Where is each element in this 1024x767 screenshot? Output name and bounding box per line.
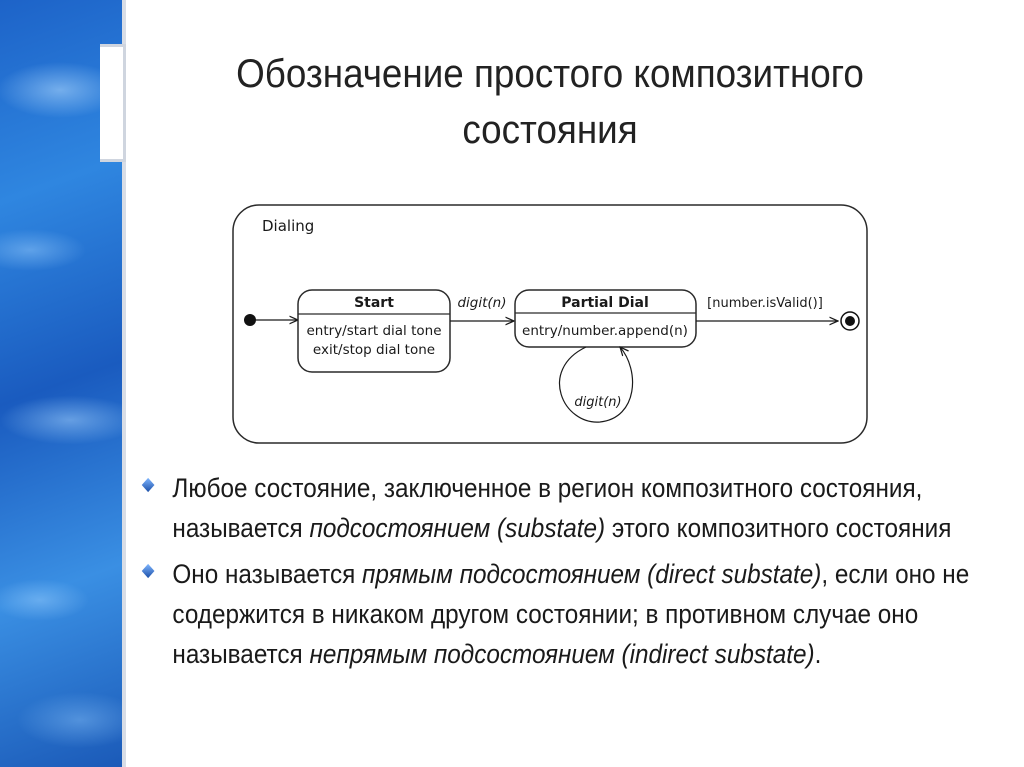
transition-to-final-label: [number.isValid()] <box>707 296 823 311</box>
state-partial-dial-entry: entry/number.append(n) <box>522 323 688 339</box>
bullet-text: Любое состояние, заключенное в регион ко… <box>172 473 923 543</box>
title-bracket <box>100 44 126 162</box>
diamond-bullet-icon <box>141 477 155 493</box>
bullet-term-substate: подсостоянием (substate) <box>309 513 606 543</box>
state-start: Start entry/start dial tone exit/stop di… <box>297 289 451 373</box>
transition-start-to-partial-label: digit(n) <box>457 295 506 311</box>
state-start-name: Start <box>354 295 394 311</box>
transition-self-loop-label: digit(n) <box>574 395 621 410</box>
bullet-text: этого композитного состояния <box>605 513 952 543</box>
bullet-list: Любое состояние, заключенное в регион ко… <box>140 468 1010 680</box>
bullet-text: . <box>814 639 822 669</box>
initial-state <box>244 314 256 326</box>
state-start-exit: exit/stop dial tone <box>313 342 435 358</box>
state-start-entry: entry/start dial tone <box>306 323 441 339</box>
composite-state-label: Dialing <box>262 217 314 235</box>
page-title: Обозначение простого композитного состоя… <box>236 52 864 152</box>
state-diagram: Dialing Start entry/start dial tone exit… <box>232 204 868 444</box>
diamond-bullet-icon <box>141 563 155 579</box>
bullet-item-substate: Любое состояние, заключенное в регион ко… <box>140 468 1024 548</box>
transition-self-loop <box>558 347 634 423</box>
state-partial-dial: Partial Dial entry/number.append(n) <box>514 289 697 348</box>
bullet-term-indirect-substate: непрямым подсостоянием (indirect substat… <box>309 639 815 669</box>
state-partial-dial-name: Partial Dial <box>561 295 649 311</box>
bullet-text: , если оно не содержится в никаком друго… <box>172 559 970 669</box>
band-edge <box>122 0 126 767</box>
bullet-text: Оно называется <box>172 559 363 589</box>
bullet-term-direct-substate: прямым подсостоянием (direct substate) <box>362 559 822 589</box>
bullet-item-direct-substate: Оно называется прямым подсостоянием (dir… <box>140 554 1024 674</box>
final-state <box>840 311 860 331</box>
